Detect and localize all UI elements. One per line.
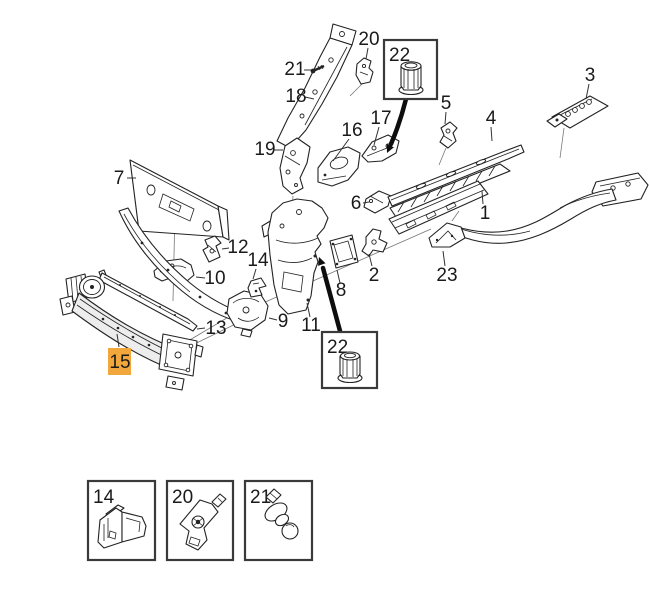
callout-10[interactable]: 10: [204, 268, 225, 289]
leader-lines: [116, 47, 590, 348]
inset-top-label: 22: [389, 45, 410, 66]
part-3-plate-drawing[interactable]: [546, 95, 609, 129]
rivet-nut-icon: [398, 61, 424, 96]
part-16-drawing[interactable]: [317, 146, 361, 187]
callout-18[interactable]: 18: [285, 86, 306, 107]
callout-7[interactable]: 7: [114, 168, 125, 189]
callout-13[interactable]: 13: [205, 318, 226, 339]
callout-2[interactable]: 2: [369, 265, 380, 286]
thumb-box-14[interactable]: 14: [86, 479, 157, 562]
inset-nut-box-top[interactable]: 22: [382, 38, 439, 101]
part-6-drawing[interactable]: [363, 190, 392, 214]
part-2-drawing[interactable]: [361, 228, 388, 257]
callout-3[interactable]: 3: [585, 65, 596, 86]
part-8-gasket-drawing[interactable]: [329, 234, 359, 269]
callout-9[interactable]: 9: [278, 311, 289, 332]
fastener-arrow-top: [386, 96, 409, 153]
part-14-clip-drawing[interactable]: [247, 277, 267, 298]
thumb-21-label: 21: [250, 487, 271, 508]
thumb-20-label: 20: [172, 487, 193, 508]
callout-12[interactable]: 12: [227, 237, 248, 258]
clip-bracket-icon: [97, 504, 147, 549]
callout-23[interactable]: 23: [436, 265, 457, 286]
callout-14[interactable]: 14: [247, 250, 269, 271]
callout-8[interactable]: 8: [336, 280, 347, 301]
part-1-rail-drawing[interactable]: [388, 163, 649, 244]
callout-15-highlighted[interactable]: 15: [108, 348, 131, 375]
part-18-drawing[interactable]: [276, 23, 357, 149]
inset-bottom-label: 22: [327, 337, 348, 358]
inset-nut-box-bottom[interactable]: 22: [320, 330, 379, 390]
part-12-drawing[interactable]: [202, 235, 222, 263]
callout-17[interactable]: 17: [370, 108, 391, 129]
part-21-screw-drawing[interactable]: [310, 64, 325, 74]
part-20-bracket-drawing[interactable]: [355, 57, 374, 85]
callout-21[interactable]: 21: [284, 59, 305, 80]
callout-labels: 1 2 3 4 5 6 7 8 9 10 11 12 13 14 16 17 1…: [108, 29, 595, 375]
callout-1[interactable]: 1: [480, 203, 491, 224]
callout-15-highlight: [108, 348, 131, 375]
screw-bracket-icon: [179, 493, 227, 551]
callout-11[interactable]: 11: [301, 315, 321, 336]
part-9-drawing[interactable]: [226, 290, 269, 338]
thumb-box-21[interactable]: 21: [243, 479, 314, 562]
thumb-14-label: 14: [93, 487, 115, 508]
part-11-apron-drawing[interactable]: [261, 198, 329, 315]
callout-4[interactable]: 4: [486, 108, 497, 129]
callout-16[interactable]: 16: [341, 120, 362, 141]
rivet-nut-icon: [337, 351, 363, 384]
part-5-drawing[interactable]: [439, 121, 458, 149]
part-23-drawing[interactable]: [428, 222, 466, 248]
part-15-beam-drawing[interactable]: [59, 273, 204, 391]
part-4-rail-drawing[interactable]: [387, 144, 525, 207]
part-7-drawing[interactable]: [129, 159, 230, 241]
ball-stud-bolt-icon: [264, 488, 299, 540]
part-19-drawing[interactable]: [279, 137, 311, 195]
callout-5[interactable]: 5: [441, 93, 452, 114]
callout-15: 15: [109, 352, 130, 373]
fastener-arrow-bottom: [318, 257, 343, 334]
thumb-box-20[interactable]: 20: [165, 479, 235, 562]
callout-20[interactable]: 20: [358, 29, 379, 50]
callout-6[interactable]: 6: [351, 193, 362, 214]
callout-19[interactable]: 19: [254, 139, 275, 160]
